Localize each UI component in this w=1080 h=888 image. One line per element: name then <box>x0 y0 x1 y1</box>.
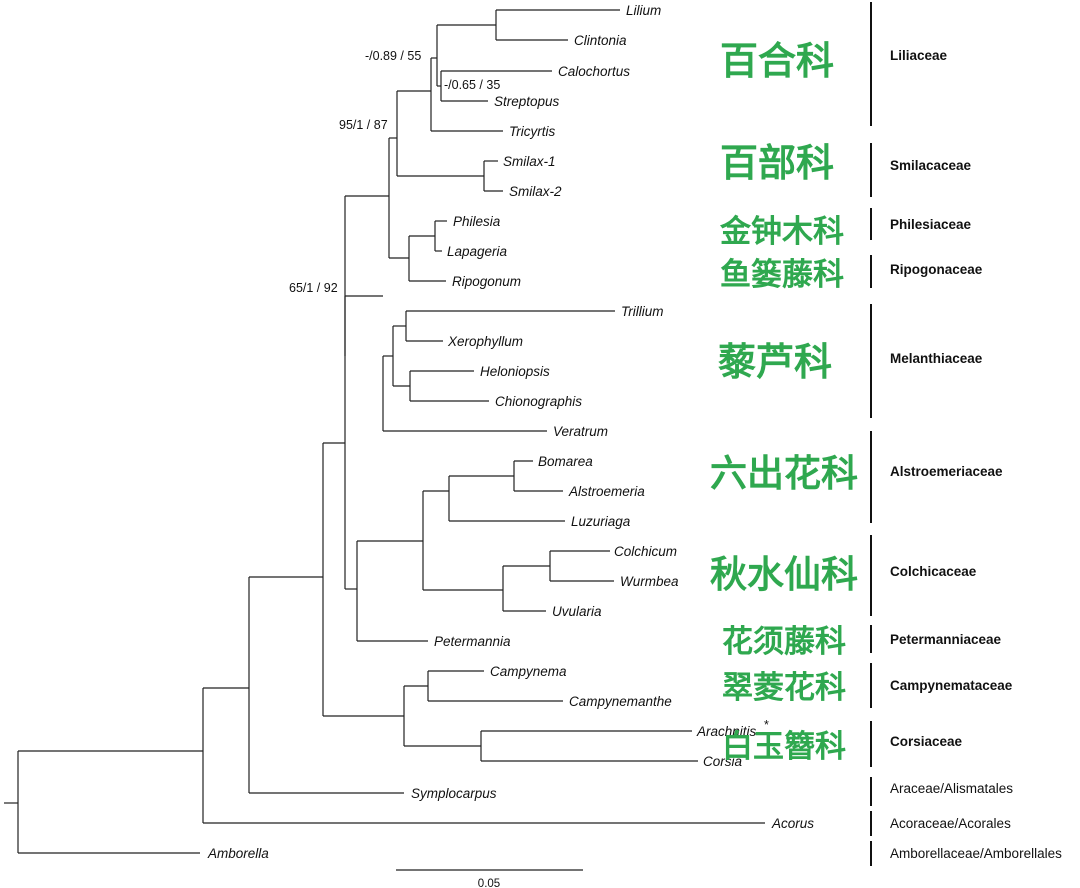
en-smilacaceae: Smilacaceae <box>890 158 972 173</box>
support-liliaceae-inner: -/0.89 / 55 <box>365 49 421 63</box>
en-acoraceae-acorales: Acoraceae/Acorales <box>890 816 1011 831</box>
tree-branches <box>4 9 765 854</box>
taxon-streptopus: Streptopus <box>494 94 560 109</box>
en-alstroemeriaceae: Alstroemeriaceae <box>890 464 1003 479</box>
taxon-petermannia: Petermannia <box>434 634 511 649</box>
support-calochortus-streptopus: -/0.65 / 35 <box>444 78 500 92</box>
support-liliales-core: 65/1 / 92 <box>289 281 338 295</box>
cn-ripogonaceae: 鱼篓藤科 <box>720 257 844 293</box>
scale-bar: 0.05 <box>396 869 583 888</box>
taxon-lapageria: Lapageria <box>447 244 508 259</box>
taxon-veratrum: Veratrum <box>553 424 608 439</box>
en-colchicaceae: Colchicaceae <box>890 564 977 579</box>
chinese-family-names: 百合科 百部科 金钟木科 鱼篓藤科 藜芦科 六出花科 秋水仙科 花须藤科 翠菱花… <box>710 39 858 765</box>
en-melanthiaceae: Melanthiaceae <box>890 351 983 366</box>
scale-bar-label: 0.05 <box>478 878 500 888</box>
cn-liliaceae: 百合科 <box>720 39 834 83</box>
en-philesiaceae: Philesiaceae <box>890 217 972 232</box>
taxon-smilax2: Smilax-2 <box>509 184 562 199</box>
taxon-trillium: Trillium <box>621 304 664 319</box>
taxon-labels: Lilium Clintonia Calochortus Streptopus … <box>207 3 814 861</box>
taxon-xerophyllum: Xerophyllum <box>447 334 523 349</box>
en-amborellaceae-amborellales: Amborellaceae/Amborellales <box>890 846 1062 861</box>
taxon-campynema: Campynema <box>490 664 567 679</box>
taxon-acorus: Acorus <box>771 816 814 831</box>
taxon-lilium: Lilium <box>626 3 661 18</box>
taxon-colchicum: Colchicum <box>614 544 677 559</box>
cn-campynemataceae: 翠菱花科 <box>722 670 846 706</box>
taxon-chionographis: Chionographis <box>495 394 582 409</box>
taxon-tricyrtis: Tricyrtis <box>509 124 555 139</box>
support-liliaceae-smilacaceae: 95/1 / 87 <box>339 118 388 132</box>
taxon-amborella: Amborella <box>207 846 269 861</box>
cn-philesiaceae: 金钟木科 <box>719 214 844 250</box>
taxon-arachnitis: Arachnitis <box>696 724 757 739</box>
taxon-corsia: Corsia <box>703 754 743 769</box>
taxon-campynemanthe: Campynemanthe <box>569 694 672 709</box>
arachnitis-asterisk: * <box>764 718 769 732</box>
cn-colchicaceae: 秋水仙科 <box>710 553 858 596</box>
en-petermanniaceae: Petermanniaceae <box>890 632 1002 647</box>
taxon-ripogonum: Ripogonum <box>452 274 521 289</box>
cn-melanthiaceae: 藜芦科 <box>718 340 832 384</box>
taxon-alstroemeria: Alstroemeria <box>568 484 645 499</box>
taxon-wurmbea: Wurmbea <box>620 574 679 589</box>
taxon-philesia: Philesia <box>453 214 501 229</box>
taxon-bomarea: Bomarea <box>538 454 593 469</box>
support-values: -/0.89 / 55 -/0.65 / 35 95/1 / 87 65/1 /… <box>289 49 500 295</box>
en-liliaceae: Liliaceae <box>890 48 948 63</box>
taxon-symplocarpus: Symplocarpus <box>411 786 497 801</box>
taxon-smilax1: Smilax-1 <box>503 154 556 169</box>
cn-petermanniaceae: 花须藤科 <box>722 624 846 660</box>
taxon-heloniopsis: Heloniopsis <box>480 364 550 379</box>
english-family-names: Liliaceae Smilacaceae Philesiaceae Ripog… <box>890 48 1062 861</box>
en-corsiaceae: Corsiaceae <box>890 734 963 749</box>
taxon-luzuriaga: Luzuriaga <box>571 514 631 529</box>
taxon-clintonia: Clintonia <box>574 33 627 48</box>
en-araceae-alismatales: Araceae/Alismatales <box>890 781 1013 796</box>
cn-alstroemeriaceae: 六出花科 <box>710 452 858 495</box>
cn-corsiaceae: 白玉簪科 <box>722 729 846 765</box>
en-campynemataceae: Campynemataceae <box>890 678 1013 693</box>
taxon-calochortus: Calochortus <box>558 64 630 79</box>
cn-smilacaceae: 百部科 <box>720 141 834 185</box>
taxon-uvularia: Uvularia <box>552 604 602 619</box>
en-ripogonaceae: Ripogonaceae <box>890 262 983 277</box>
